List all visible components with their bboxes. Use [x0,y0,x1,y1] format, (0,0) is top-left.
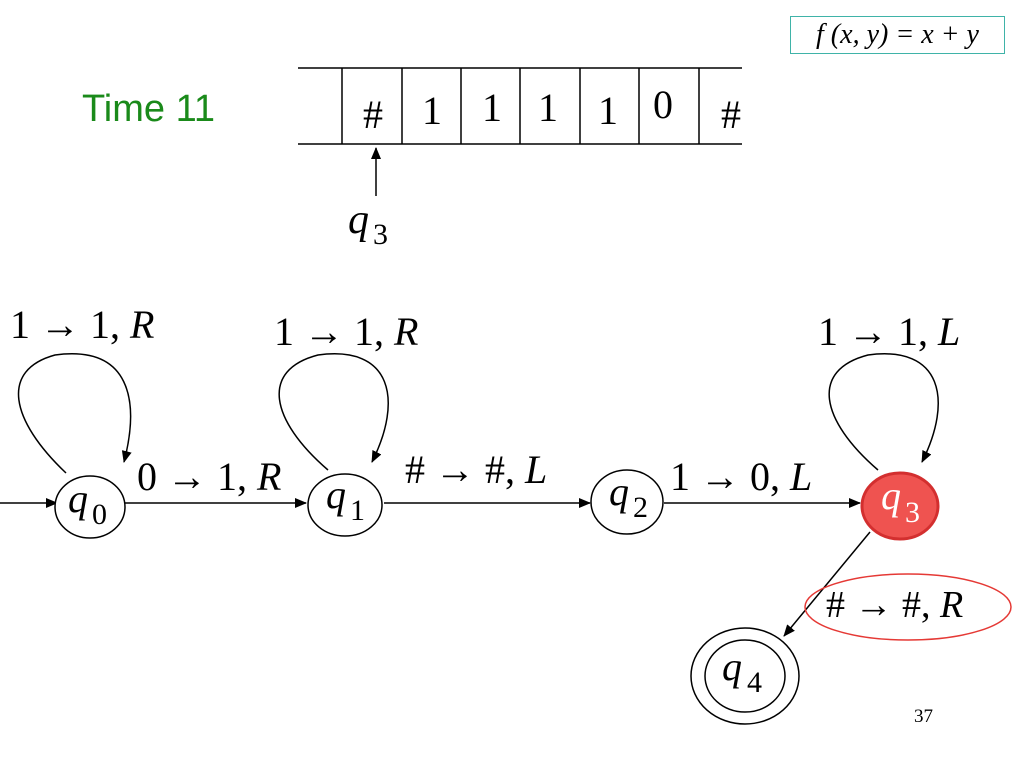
time-label: Time 11 [82,88,216,130]
formula-box: f (x, y) = x + y [790,16,1005,54]
label-loop-q3: 1 → 1, L [818,309,960,354]
head-state-sub: 3 [373,218,388,251]
state-q2: q 2 [590,469,664,535]
page-number: 37 [914,706,933,727]
label-highlight-ellipse [804,573,1012,641]
loop-q1 [278,353,389,471]
tape: # 1 1 1 1 0 # [298,67,742,145]
svg-text:0: 0 [92,498,107,531]
loop-q3 [828,353,939,471]
svg-text:q: q [881,473,901,518]
tape-cell: 1 [422,88,442,133]
label-loop-q1: 1 → 1, R [274,309,418,354]
tape-head: q 3 [348,147,388,251]
svg-text:4: 4 [747,666,762,699]
state-q3: q 3 [860,471,940,541]
svg-text:1: 1 [350,494,365,527]
label-loop-q0: 1 → 1, R [10,302,154,347]
svg-text:3: 3 [905,496,920,529]
label-q1-q2: # → #, L [405,447,547,492]
loop-q0 [17,353,132,474]
label-q2-q3: 1 → 0, L [670,454,812,499]
svg-text:q: q [722,644,742,689]
tape-cell: 1 [538,85,558,130]
svg-text:q: q [68,476,88,521]
svg-text:q: q [609,469,629,514]
svg-text:q: q [326,472,346,517]
tape-cell: # [363,92,383,137]
label-q3-q4: # → #, R [826,584,963,626]
state-q4: q 4 [690,627,800,725]
head-state-q: q [348,197,369,243]
edge-q3-q4 [783,531,871,637]
state-q1: q 1 [307,472,383,537]
tape-cell: 1 [598,88,618,133]
tape-cell: 1 [482,85,502,130]
state-q0: q 0 [54,475,126,539]
label-q0-q1: 0 → 1, R [137,454,281,499]
tape-cell: 0 [653,82,673,127]
svg-text:2: 2 [633,491,648,524]
tape-cell: # [721,92,741,137]
